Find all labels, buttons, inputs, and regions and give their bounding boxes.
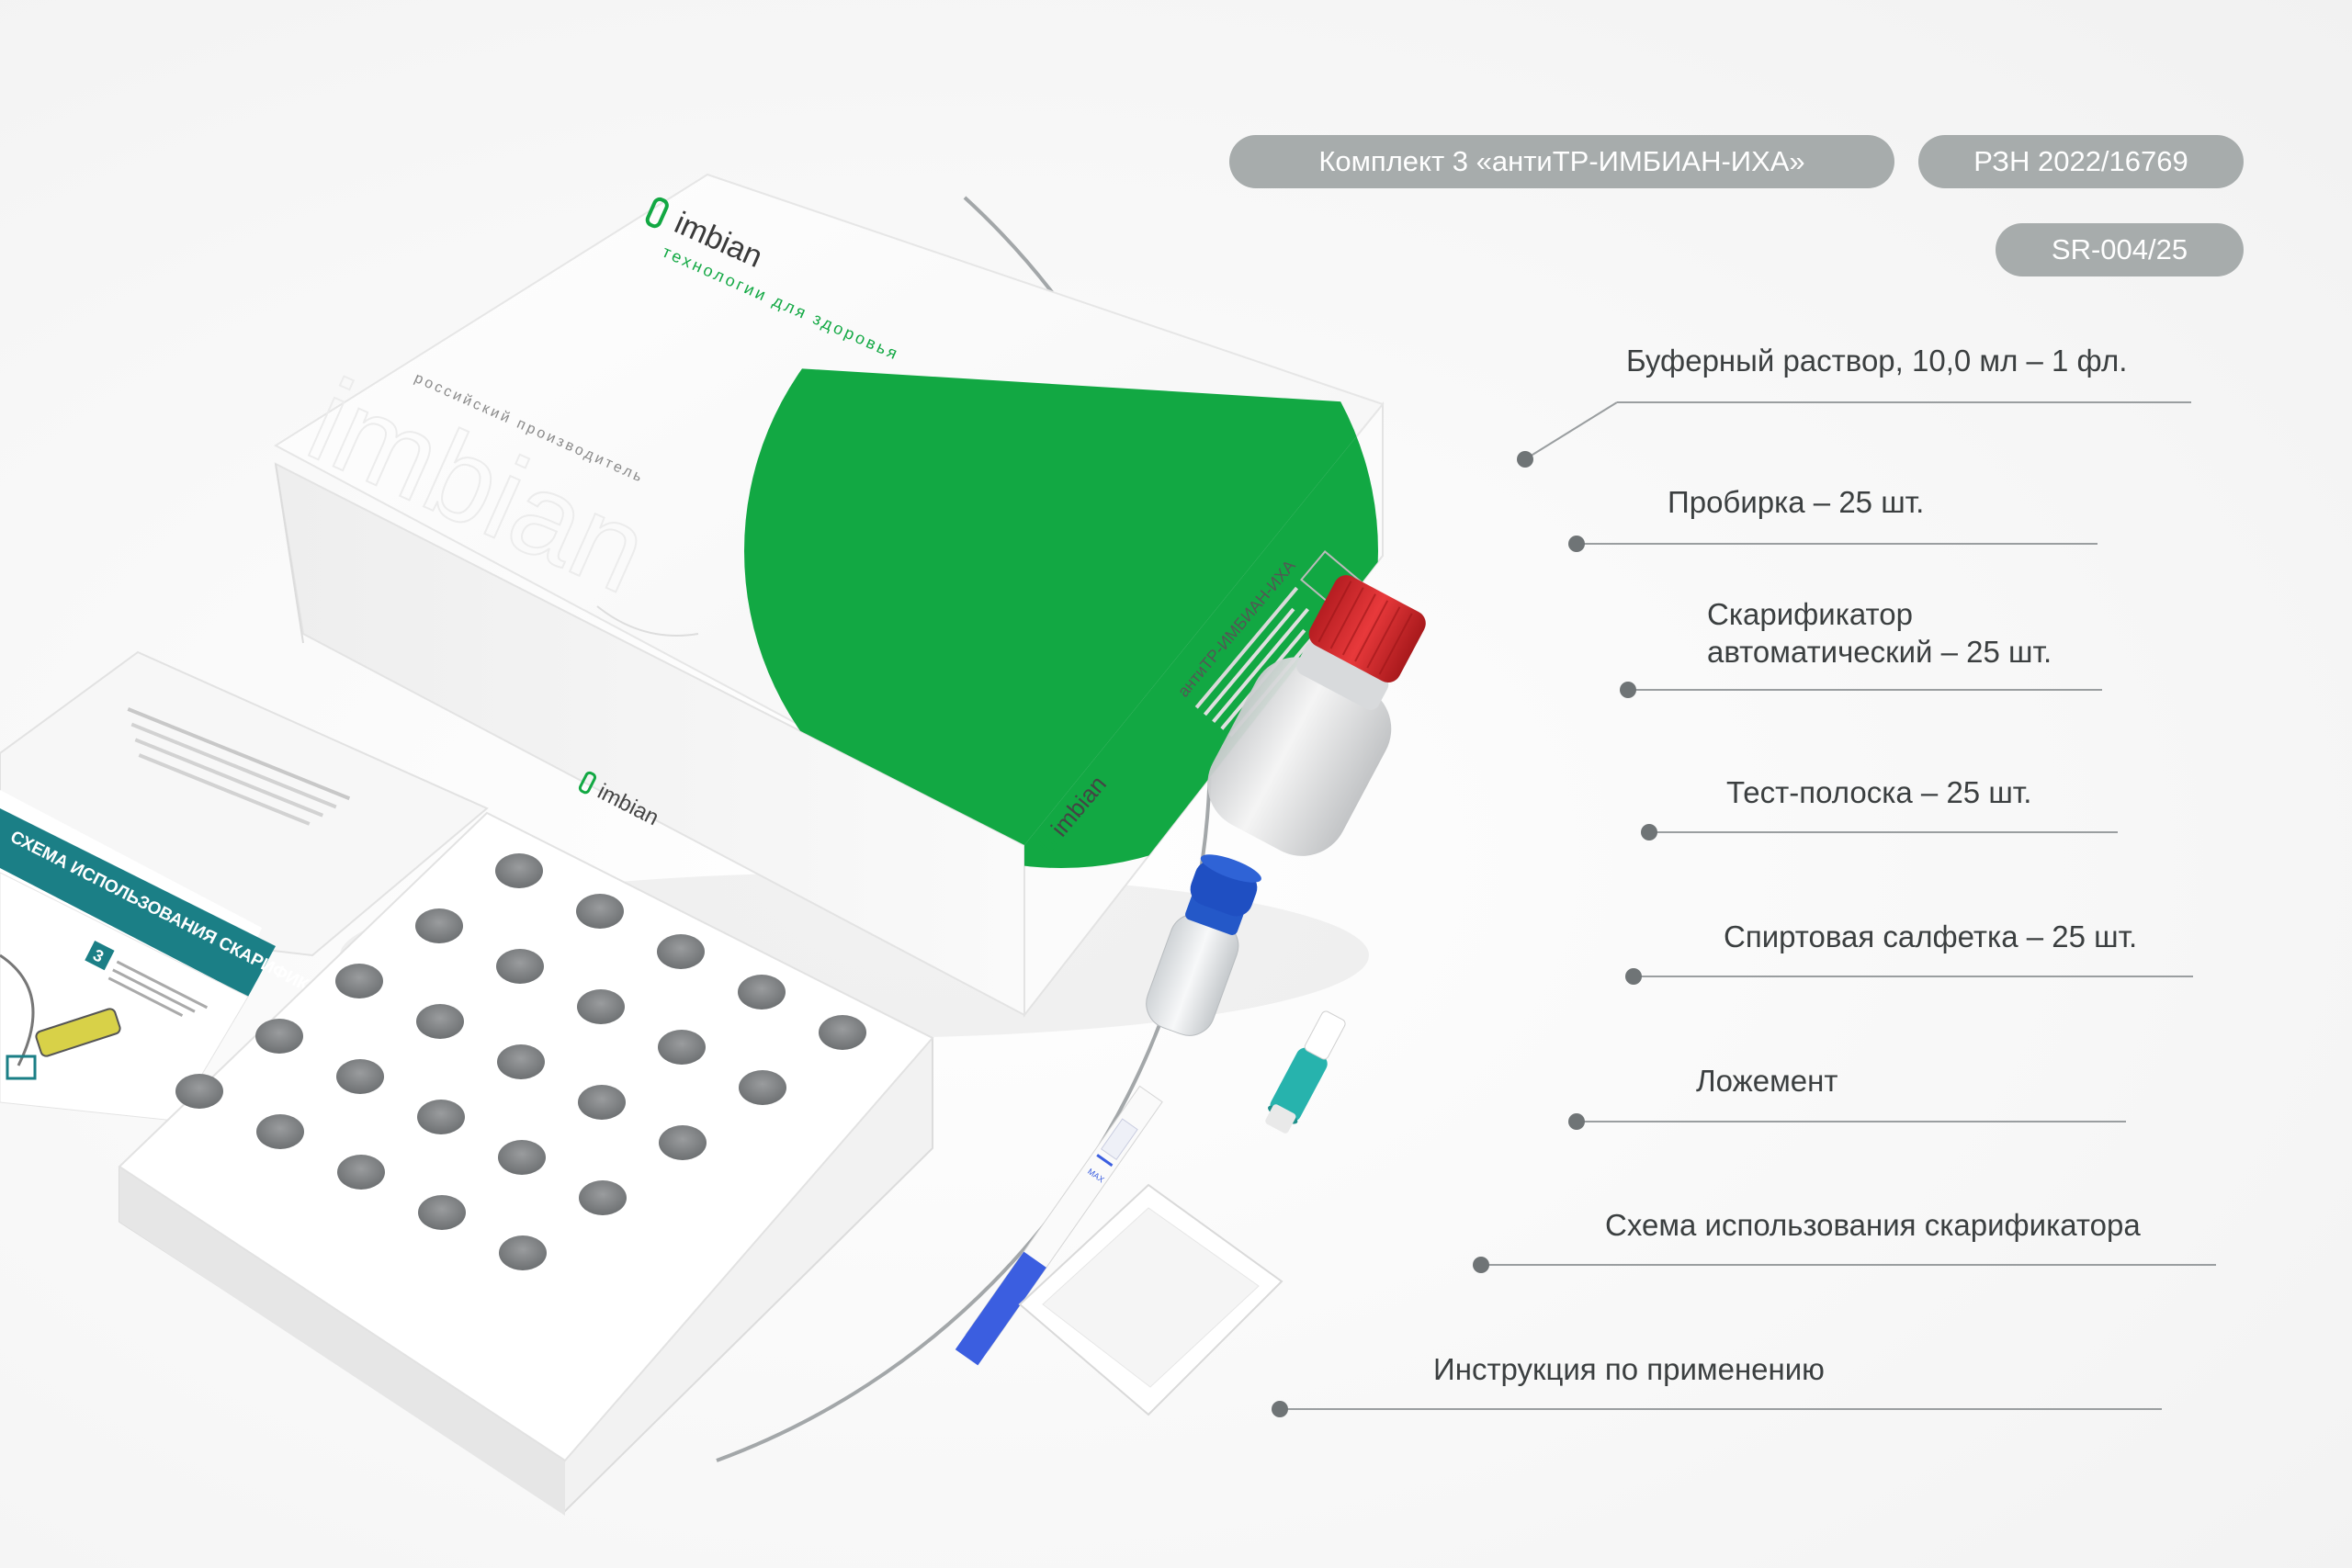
tray-hole: [577, 989, 625, 1024]
tray-hole: [337, 1155, 385, 1190]
callout-scheme: Схема использования скарификатора: [1605, 1208, 2141, 1242]
tray-hole: [578, 1085, 626, 1120]
tray-hole: [415, 908, 463, 943]
tray-hole: [658, 1030, 706, 1065]
tray-hole: [497, 1044, 545, 1079]
tray-hole: [256, 1114, 304, 1149]
callout-dot-tray: [1568, 1113, 1585, 1130]
callout-dot-tube: [1568, 536, 1585, 552]
callout-scarifier-line2: автоматический – 25 шт.: [1707, 635, 2052, 669]
spec-badge: SR-004/25: [1996, 223, 2244, 276]
tray-hole: [739, 1070, 786, 1105]
registration-badge: РЗН 2022/16769: [1918, 135, 2244, 188]
callout-dot-scheme: [1473, 1257, 1489, 1273]
tray-hole: [418, 1195, 466, 1230]
callout-line-scarifier: [1628, 689, 2102, 691]
tray-hole: [738, 975, 786, 1010]
callout-instruction: Инструкция по применению: [1433, 1352, 1825, 1386]
tray-hole: [416, 1004, 464, 1039]
tray-hole: [498, 1140, 546, 1175]
tray-hole: [657, 934, 705, 969]
tray-hole: [495, 853, 543, 888]
connector-buffer: [1524, 401, 1618, 460]
callout-dot-instruction: [1272, 1401, 1288, 1417]
callout-alcohol-wipe: Спиртовая салфетка – 25 шт.: [1724, 919, 2138, 953]
callout-dot-scarifier: [1620, 682, 1636, 698]
callout-scarifier: Скарификатор автоматический – 25 шт.: [1707, 595, 2052, 671]
tray-hole: [819, 1015, 866, 1050]
callout-line-scheme: [1481, 1264, 2216, 1266]
tray-holes: [175, 853, 866, 1270]
tray-hole: [417, 1100, 465, 1134]
callout-line-buffer: [1617, 401, 2191, 403]
callout-line-wipe: [1634, 976, 2193, 977]
callout-line-instruction: [1280, 1408, 2162, 1410]
callout-dot-strip: [1641, 824, 1657, 840]
tray-hole: [255, 1019, 303, 1054]
tray-hole: [336, 1059, 384, 1094]
callout-tube: Пробирка – 25 шт.: [1668, 485, 1925, 519]
callout-line-strip: [1649, 831, 2118, 833]
callout-line-tray: [1577, 1121, 2126, 1122]
callout-dot-buffer: [1517, 451, 1533, 468]
callout-test-strip: Тест-полоска – 25 шт.: [1726, 775, 2032, 809]
tray-hole: [659, 1125, 707, 1160]
tray-hole: [335, 964, 383, 998]
tray-hole: [175, 1074, 223, 1109]
tray-hole: [576, 894, 624, 929]
tray-hole: [579, 1180, 627, 1215]
kit-name-badge: Комплект 3 «антиТР-ИМБИАН-ИХА»: [1229, 135, 1894, 188]
callout-line-tube: [1577, 543, 2098, 545]
callout-scarifier-line1: Скарификатор: [1707, 597, 1913, 631]
callout-tray: Ложемент: [1696, 1064, 1838, 1098]
callout-dot-wipe: [1625, 968, 1642, 985]
tray-hole: [496, 949, 544, 984]
callout-buffer-solution: Буферный раствор, 10,0 мл – 1 фл.: [1626, 344, 2128, 378]
tray-hole: [499, 1235, 547, 1270]
